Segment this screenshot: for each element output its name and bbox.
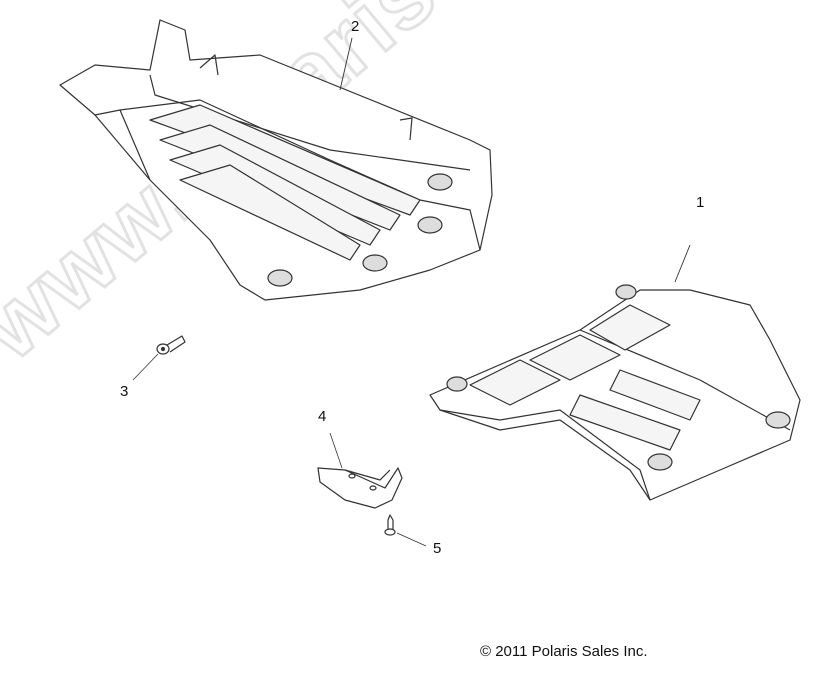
rivet-part <box>384 514 427 547</box>
callout-5: 5 <box>433 540 442 557</box>
bracket-part <box>317 432 403 509</box>
rear-skid-plate <box>59 19 493 301</box>
callout-4: 4 <box>318 408 327 425</box>
copyright-text: © 2011 Polaris Sales Inc. <box>480 643 648 660</box>
callout-3: 3 <box>120 383 129 400</box>
callout-2: 2 <box>351 18 360 35</box>
callout-1: 1 <box>696 194 705 211</box>
front-skid-plate <box>429 244 801 501</box>
bolt-part <box>132 335 186 381</box>
